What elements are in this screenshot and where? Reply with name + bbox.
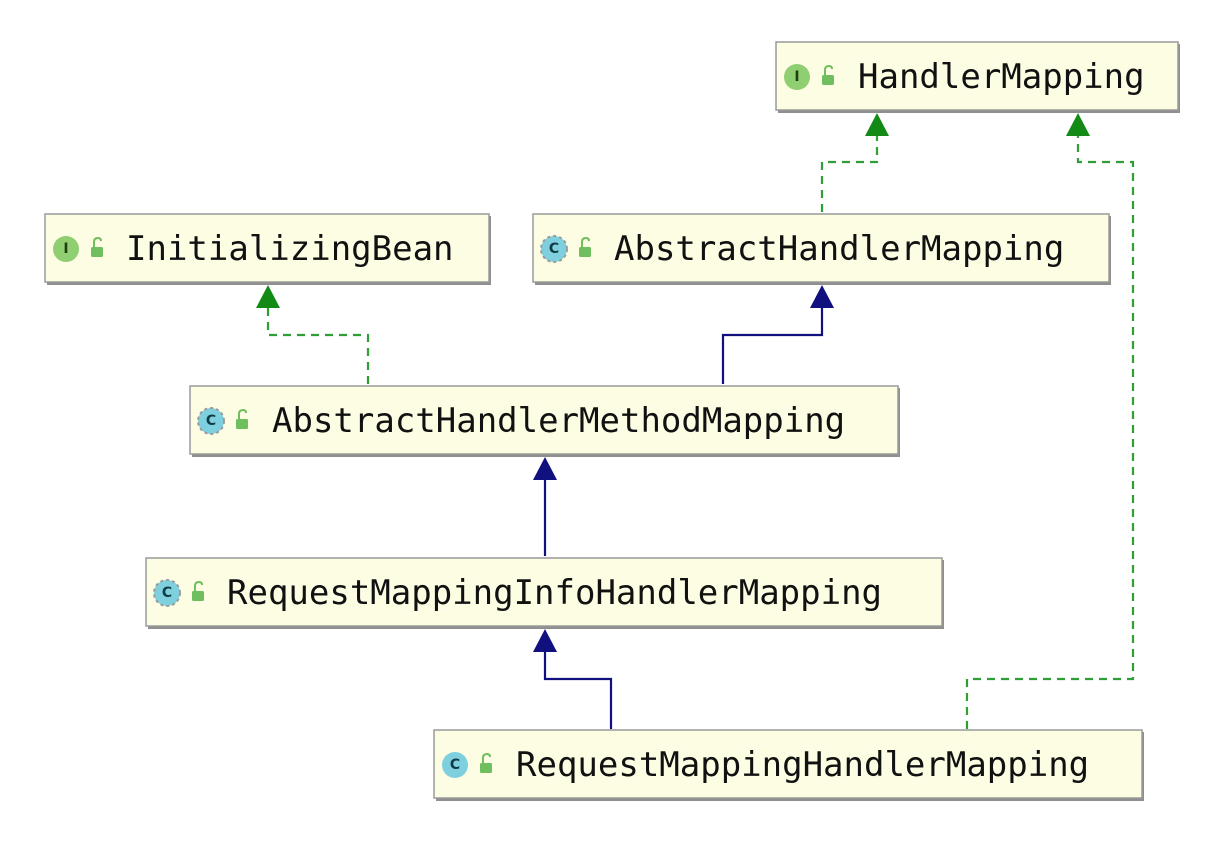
edge-abstracthandlermethodmapping-implements-initializingbean [266, 308, 370, 384]
svg-text:C: C [162, 585, 172, 601]
node-label: RequestMappingInfoHandlerMapping [227, 573, 882, 613]
extends-arrowhead [533, 629, 557, 652]
abstract-class-icon: C [153, 579, 181, 607]
class-icon: C [442, 752, 468, 778]
unlocked-public-icon [579, 236, 591, 257]
edge-abstracthandlermapping-implements-handlermapping [820, 136, 879, 212]
unlocked-public-icon [822, 64, 834, 85]
extends-arrowhead [533, 457, 557, 480]
interface-icon: I [784, 64, 810, 90]
unlocked-public-icon [480, 752, 492, 773]
implements-arrowhead [865, 113, 889, 136]
node-requestmappinginfohandlermapping[interactable]: C RequestMappingInfoHandlerMapping [145, 557, 944, 629]
node-abstracthandlermethodmapping[interactable]: C AbstractHandlerMethodMapping [189, 385, 900, 457]
node-label: RequestMappingHandlerMapping [516, 745, 1089, 785]
edges [256, 113, 1135, 729]
extends-arrowhead [810, 285, 834, 308]
node-abstracthandlermapping[interactable]: C AbstractHandlerMapping [532, 213, 1111, 285]
node-label: InitializingBean [126, 229, 454, 269]
abstract-class-icon: C [540, 235, 568, 263]
implements-arrowhead [256, 285, 280, 308]
abstract-class-icon: C [197, 407, 225, 435]
svg-text:C: C [450, 757, 460, 773]
node-label: AbstractHandlerMapping [614, 229, 1064, 269]
edge-abstracthandlermethodmapping-extends-abstracthandlermapping [721, 308, 824, 384]
svg-text:C: C [549, 241, 559, 257]
node-requestmappinghandlermapping[interactable]: C RequestMappingHandlerMapping [433, 729, 1144, 801]
node-initializingbean[interactable]: I InitializingBean [44, 213, 491, 285]
node-handlermapping[interactable]: I HandlerMapping [775, 41, 1180, 113]
unlocked-public-icon [236, 408, 248, 429]
interface-icon: I [53, 236, 79, 262]
svg-text:I: I [794, 69, 799, 85]
node-label: AbstractHandlerMethodMapping [272, 401, 845, 441]
edge-requestmappinghandlermapping-extends-requestmappinginfohandlermapping [543, 652, 613, 729]
svg-text:C: C [206, 413, 216, 429]
unlocked-public-icon [91, 236, 103, 257]
node-label: HandlerMapping [858, 57, 1145, 97]
svg-text:I: I [63, 241, 68, 257]
implements-arrowhead [1066, 113, 1090, 136]
unlocked-public-icon [192, 580, 204, 601]
